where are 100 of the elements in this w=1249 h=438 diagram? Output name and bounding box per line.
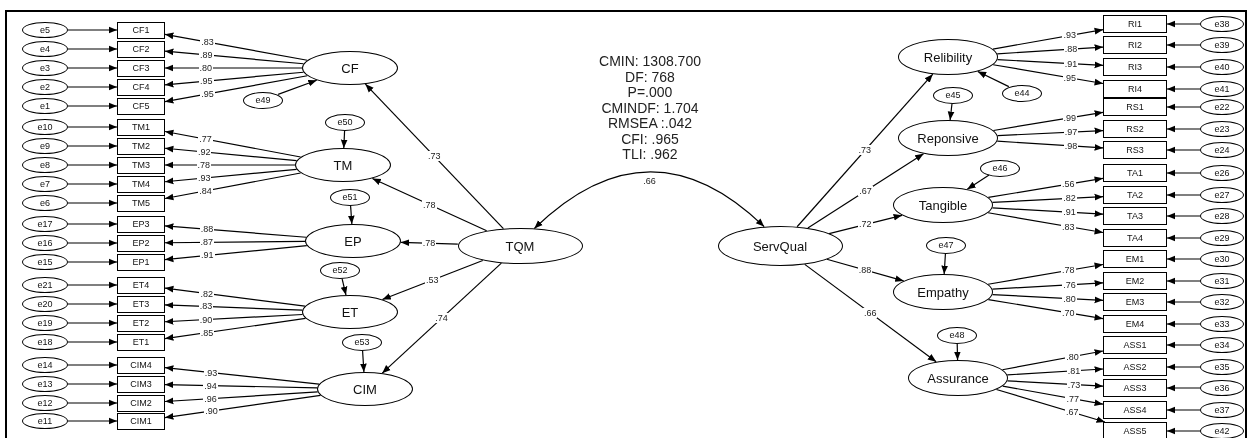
arrow [400,239,459,247]
observed-variable-box: CF3 [117,59,165,77]
edge-label: .53 [425,274,440,285]
error-term-ellipse: e48 [937,326,977,344]
error-term-ellipse: e45 [933,86,973,104]
observed-variable-box: EM1 [1103,250,1167,268]
arrow [1166,212,1201,220]
arrow [987,262,1104,285]
edge-label: .92 [196,146,212,157]
error-term-ellipse: e29 [1200,230,1244,246]
arrow [966,174,990,190]
arrow [1166,20,1201,28]
error-term-ellipse: e12 [22,395,68,411]
edge-label: .67 [858,185,873,196]
observed-variable-box: ASS5 [1103,422,1167,438]
edge-label: .88 [857,265,873,276]
error-term-ellipse: e31 [1200,273,1244,289]
edge-label: .96 [203,393,218,404]
arrow [67,380,118,388]
arrow [164,161,296,169]
edge-label: .87 [199,237,214,248]
error-term-ellipse: e24 [1200,142,1244,158]
arrow [987,298,1104,321]
error-term-ellipse: e46 [980,159,1020,177]
error-term-ellipse: e4 [22,41,68,57]
arrow [164,75,308,104]
arrow [992,27,1104,50]
arrow [67,319,118,327]
error-term-ellipse: e5 [22,22,68,38]
arrow [1166,103,1201,111]
arrow [67,161,118,169]
observed-variable-box: EM3 [1103,293,1167,311]
edge-label: .70 [1061,307,1076,318]
arrow [1006,366,1104,376]
edge-label: .99 [1062,112,1078,123]
arrow [67,258,118,266]
edge-label: .93 [196,173,212,183]
arrow [381,259,484,301]
arrow [1166,277,1201,285]
arrow [67,123,118,131]
arrow [67,300,118,308]
arrow [996,140,1104,151]
error-term-ellipse: e49 [243,91,283,109]
error-term-ellipse: e28 [1200,208,1244,224]
edge-label: .72 [858,219,873,230]
error-term-ellipse: e41 [1200,81,1244,97]
error-term-ellipse: e52 [320,261,360,279]
observed-variable-box: TM5 [117,194,165,212]
arrow [987,176,1104,199]
error-term-ellipse: e50 [325,113,365,131]
error-term-ellipse: e16 [22,235,68,251]
error-term-ellipse: e37 [1200,402,1244,418]
edge-label: .93 [203,367,219,378]
arrow [67,26,118,34]
arrow [381,262,502,374]
observed-variable-box: ASS1 [1103,336,1167,354]
arrow [1166,427,1201,435]
edge-label: .97 [1063,127,1079,138]
edge-label: .83 [1061,221,1076,232]
error-term-ellipse: e7 [22,176,68,192]
fit-statistic: CMIN: 1308.700 [598,54,702,70]
arrow [992,110,1104,132]
arrow [340,277,348,296]
arrow [164,381,318,389]
fit-statistic: TLI: .962 [621,147,679,163]
arrow [347,204,355,225]
edge-label: .95 [200,88,215,99]
edge-label: .82 [1062,193,1077,204]
error-term-ellipse: e51 [330,188,370,206]
latent-variable-ellipse: ServQual [717,226,843,266]
arrow [991,207,1104,218]
edge-label: .74 [434,313,449,324]
edge-label: .73 [426,151,442,162]
observed-variable-box: ASS4 [1103,401,1167,419]
edge-label: .56 [1061,179,1076,190]
arrow [991,279,1104,290]
error-term-ellipse: e10 [22,119,68,135]
arrow [941,252,949,275]
arrow [164,145,298,162]
observed-variable-box: EP2 [117,234,165,252]
observed-variable-box: TM2 [117,137,165,155]
edge-label: .88 [199,224,215,235]
latent-variable-ellipse: Empathy [893,274,993,310]
fit-statistic: RMSEA :.042 [606,116,693,132]
arrow [67,399,118,407]
error-term-ellipse: e13 [22,376,68,392]
observed-variable-box: RI2 [1103,36,1167,54]
latent-variable-ellipse: CIM [317,372,413,406]
arrow [947,102,955,121]
observed-variable-box: ET3 [117,295,165,313]
arrow [164,172,302,201]
latent-variable-ellipse: TQM [457,228,583,264]
latent-variable-ellipse: Tangible [893,187,993,223]
arrow [991,193,1104,203]
edge-label: .84 [198,185,213,196]
error-term-ellipse: e17 [22,216,68,232]
arrow [67,199,118,207]
error-term-ellipse: e47 [926,236,966,254]
observed-variable-box: TA2 [1103,186,1167,204]
error-term-ellipse: e36 [1200,380,1244,396]
